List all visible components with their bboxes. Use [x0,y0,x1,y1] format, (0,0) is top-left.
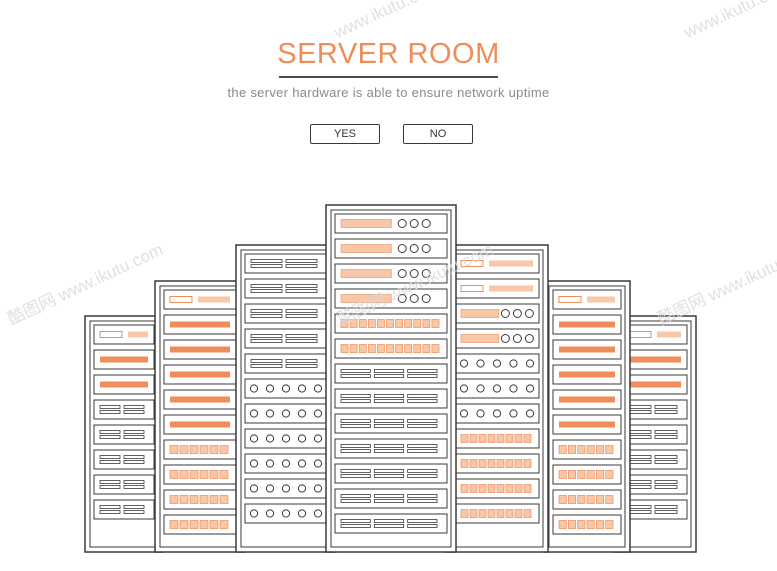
server-rack-1 [84,315,164,553]
server-rack-3 [235,244,337,553]
server-rack-2 [154,280,246,553]
server-rack-5 [445,244,549,553]
server-rack-center [325,204,457,553]
yes-button[interactable]: YES [310,124,380,144]
title-divider [279,76,498,78]
server-rack-6 [543,280,631,553]
page-subtitle: the server hardware is able to ensure ne… [227,85,550,100]
no-button[interactable]: NO [403,124,473,144]
page-title: SERVER ROOM [277,38,500,70]
